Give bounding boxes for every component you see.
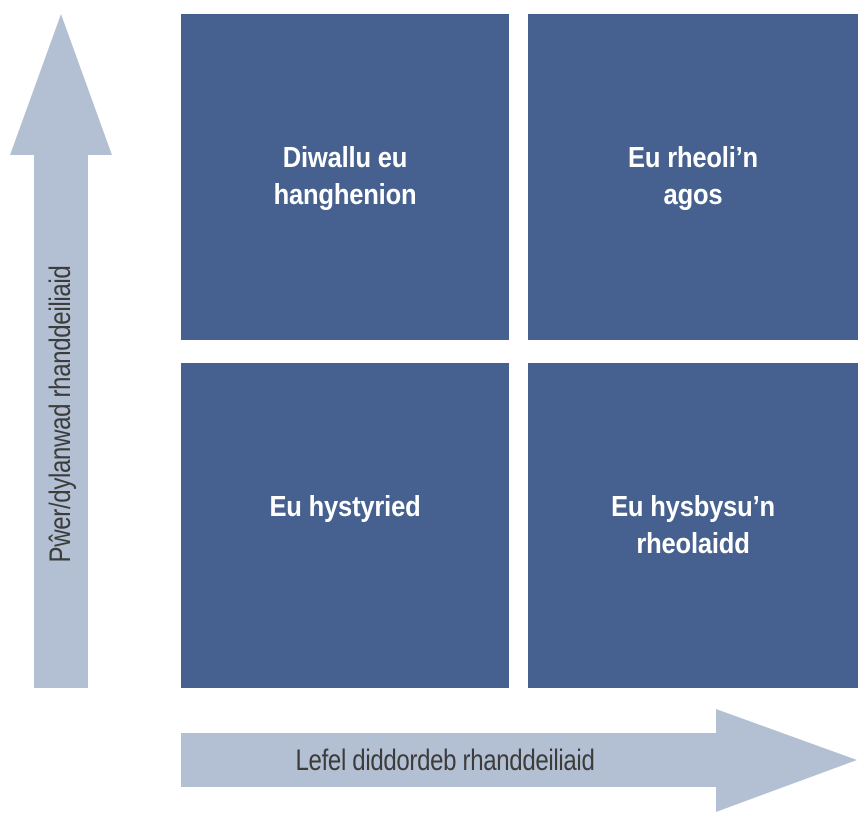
y-axis-arrow bbox=[10, 14, 112, 688]
quadrant-bottom-right: Eu hysbysu’n rheolaidd bbox=[528, 363, 858, 688]
y-axis-label: Pŵer/dylanwad rhanddeiliaid bbox=[44, 265, 77, 563]
quadrant-bottom-right-label: Eu hysbysu’n rheolaidd bbox=[611, 490, 775, 560]
quadrant-bottom-left-label: Eu hystyried bbox=[269, 490, 421, 523]
x-axis-arrow bbox=[181, 709, 857, 812]
quadrant-top-left: Diwallu eu hanghenion bbox=[181, 14, 509, 340]
quadrant-top-right-label: Eu rheoli’n agos bbox=[628, 142, 758, 211]
quadrant-top-right: Eu rheoli’n agos bbox=[528, 14, 858, 340]
quadrant-top-left-label: Diwallu eu hanghenion bbox=[273, 142, 417, 211]
x-axis-label: Lefel diddordeb rhanddeiliaid bbox=[295, 744, 595, 777]
quadrant-bottom-left: Eu hystyried bbox=[181, 363, 509, 688]
